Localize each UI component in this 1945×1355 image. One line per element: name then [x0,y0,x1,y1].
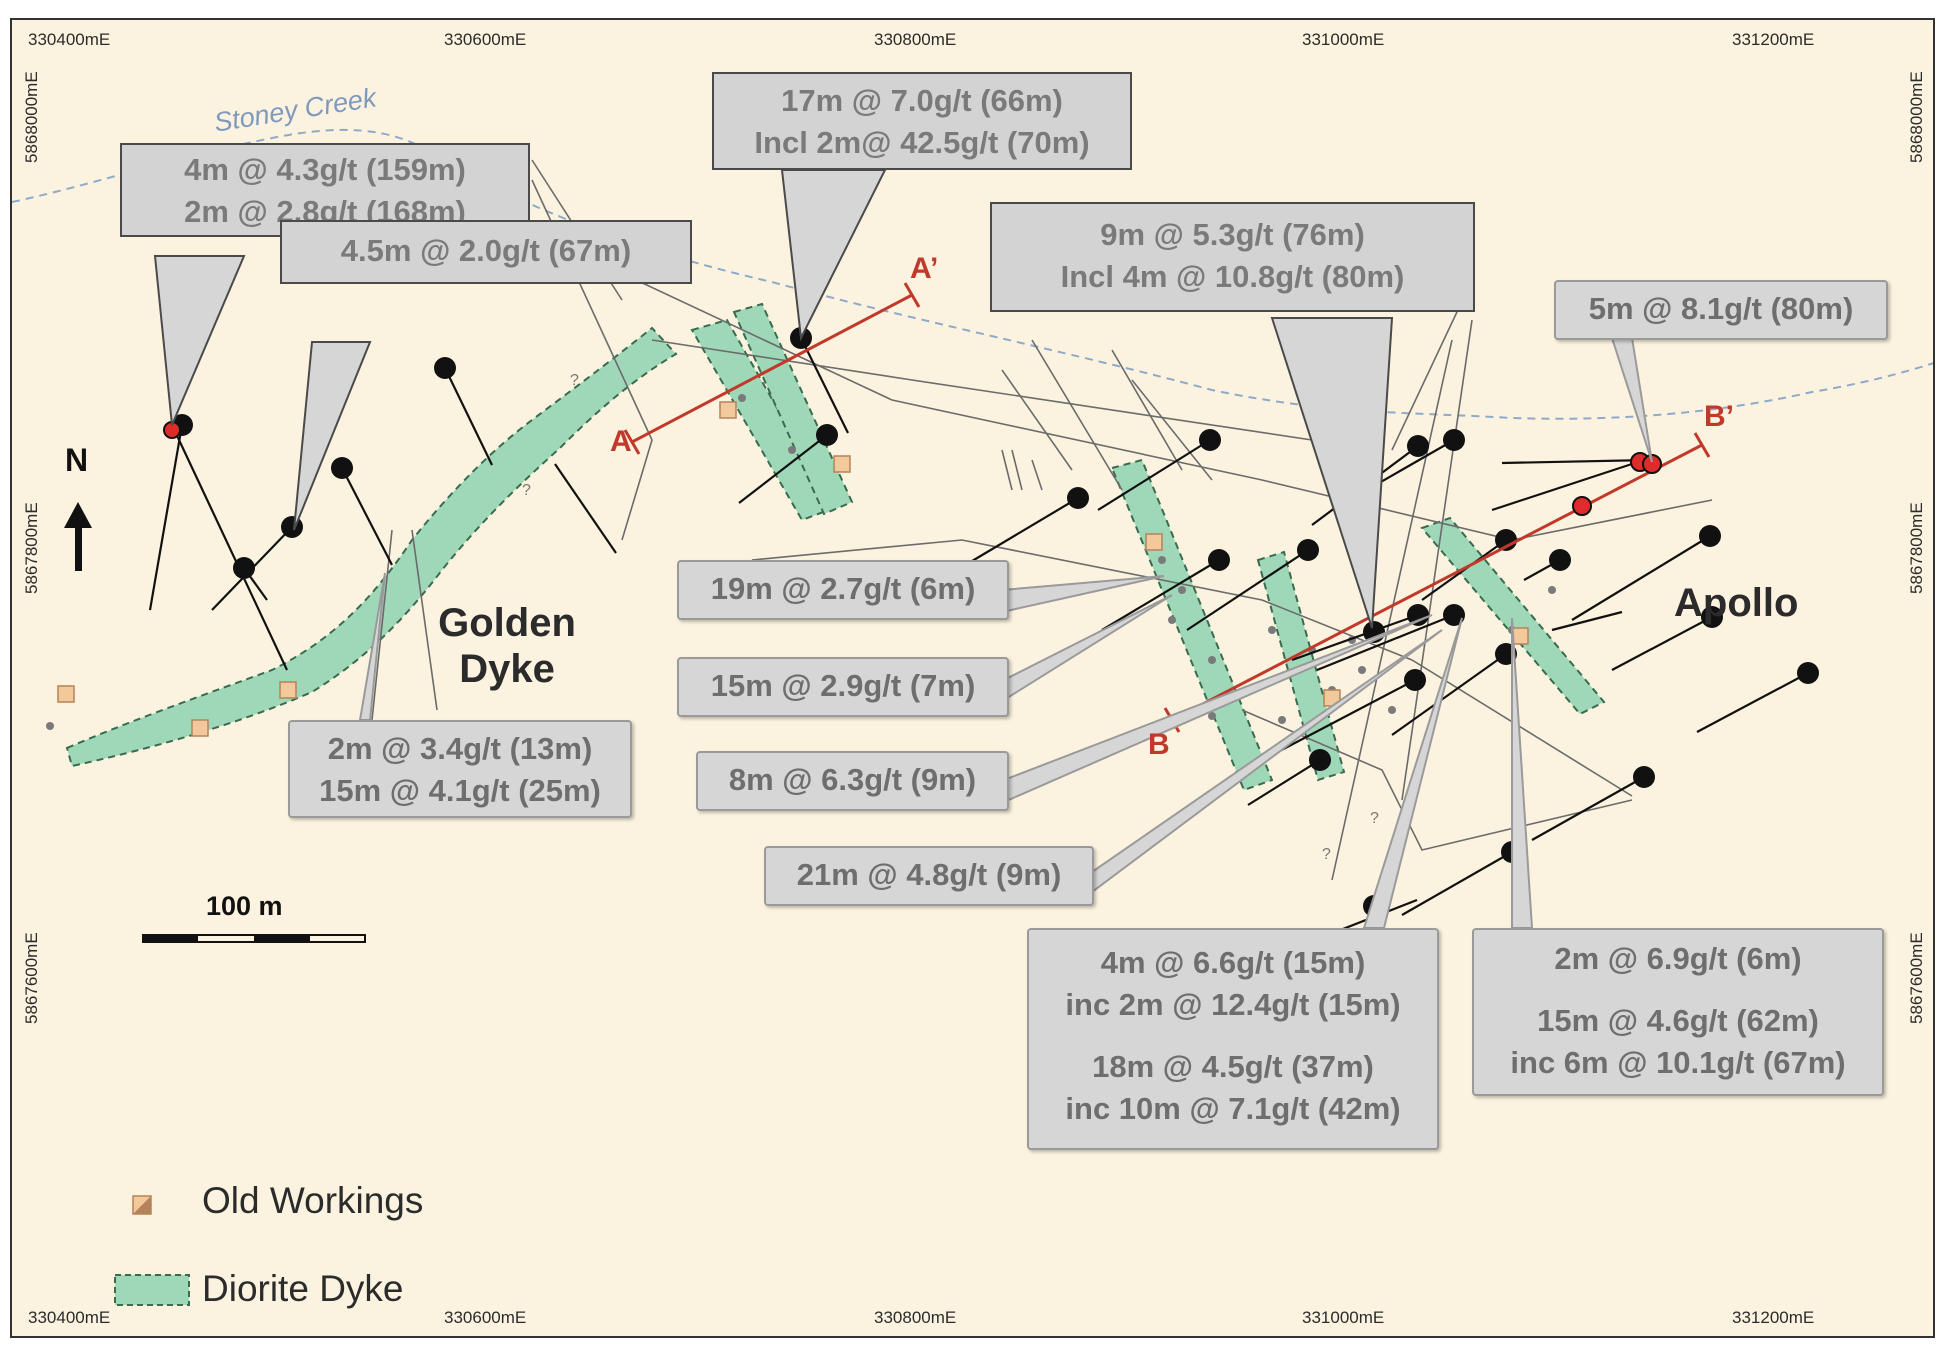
callout-c7: 15m @ 2.9g/t (7m) [677,657,1009,717]
callout-c12-line2: 15m @ 4.6g/t (62m) [1537,1003,1819,1038]
callout-c4-line2: Incl 4m @ 10.8g/t (80m) [1060,259,1405,294]
callout-c5: 5m @ 8.1g/t (80m) [1554,280,1888,340]
easting-bottom-tick-2: 330600mE [444,1308,527,1327]
uncertain-marker-1: ? [570,372,579,389]
scale-bar-label: 100 m [206,891,283,921]
uncertain-marker-2: ? [522,482,531,499]
callout-c12: 2m @ 6.9g/t (6m) 15m @ 4.6g/t (62m) inc … [1472,928,1884,1096]
callout-c11-line1: 4m @ 6.6g/t (15m) [1100,945,1366,980]
easting-bottom-tick-4: 331000mE [1302,1308,1385,1327]
golden-dyke-label-line2: Dyke [459,647,555,691]
callout-pointers [153,169,1394,629]
callout-c11-line2: inc 2m @ 12.4g/t (15m) [1065,987,1401,1022]
callout-c6-line1: 19m @ 2.7g/t (6m) [710,571,976,606]
callout-c2: 4.5m @ 2.0g/t (67m) [280,220,692,284]
section-line-a [623,282,921,455]
section-label-a: A [610,425,632,458]
easting-top-tick-3: 330800mE [874,30,957,49]
callout-pointers-soft [358,337,1653,929]
map-frame: 330400mE 330600mE 330800mE 331000mE 3312… [10,18,1935,1338]
old-workings-markers [57,401,1529,737]
easting-bottom-tick-1: 330400mE [28,1308,111,1327]
northing-right-tick-1: 5868000mE [1907,71,1926,163]
golden-dyke-label-line1: Golden [438,601,576,645]
legend-diorite-dyke-label: Diorite Dyke [202,1268,404,1309]
easting-top-tick-5: 331200mE [1732,30,1815,49]
stoney-creek-line [12,128,1933,420]
golden-dyke [65,326,678,768]
callout-c9: 21m @ 4.8g/t (9m) [764,846,1094,906]
fault-lines [371,159,1713,881]
easting-top-tick-1: 330400mE [28,30,111,49]
legend-old-workings-swatch [132,1195,152,1215]
golden-dyke-label: Golden Dyke [417,600,597,692]
easting-bottom-tick-3: 330800mE [874,1308,957,1327]
northing-right-tick-2: 5867800mE [1907,502,1926,594]
callout-c4-line1: 9m @ 5.3g/t (76m) [1100,217,1365,252]
apollo-label: Apollo [1674,581,1799,625]
scale-bar [142,934,366,943]
callout-c5-line1: 5m @ 8.1g/t (80m) [1588,291,1854,326]
callout-c11: 4m @ 6.6g/t (15m) inc 2m @ 12.4g/t (15m)… [1027,928,1439,1150]
callout-c4: 9m @ 5.3g/t (76m) Incl 4m @ 10.8g/t (80m… [990,202,1475,312]
callout-c10-line1: 2m @ 3.4g/t (13m) [327,731,593,766]
callout-c1-line1: 4m @ 4.3g/t (159m) [184,152,466,187]
north-label: N [65,442,89,478]
northing-right-tick-3: 5867600mE [1907,932,1926,1024]
callout-c10-line2: 15m @ 4.1g/t (25m) [319,773,601,808]
uncertain-marker-3: ? [1370,810,1379,827]
callout-c3-line2: Incl 2m@ 42.5g/t (70m) [754,125,1090,160]
callout-c2-line1: 4.5m @ 2.0g/t (67m) [340,233,632,268]
section-label-a-prime: A’ [910,252,939,285]
callout-c11-line4: inc 10m @ 7.1g/t (42m) [1065,1091,1401,1126]
section-label-b-prime: B’ [1704,400,1734,433]
northing-left-tick-1: 5868000mE [22,71,41,163]
highlight-collars [163,421,1662,516]
callout-c12-line1: 2m @ 6.9g/t (6m) [1554,941,1802,976]
easting-top-tick-4: 331000mE [1302,30,1385,49]
callout-c12-line3: inc 6m @ 10.1g/t (67m) [1510,1045,1846,1080]
callout-c6: 19m @ 2.7g/t (6m) [677,560,1009,620]
easting-bottom-tick-5: 331200mE [1732,1308,1815,1327]
uncertain-marker-4: ? [1322,846,1331,863]
geology-map [12,128,1933,1306]
north-arrow-icon [64,502,92,571]
northing-left-tick-2: 5867800mE [22,502,41,594]
callout-c3-line1: 17m @ 7.0g/t (66m) [781,83,1063,118]
callout-c10: 2m @ 3.4g/t (13m) 15m @ 4.1g/t (25m) [288,720,632,818]
callout-c3: 17m @ 7.0g/t (66m) Incl 2m@ 42.5g/t (70m… [712,72,1132,170]
callout-c8: 8m @ 6.3g/t (9m) [696,751,1009,811]
easting-top-tick-2: 330600mE [444,30,527,49]
callout-c9-line1: 21m @ 4.8g/t (9m) [796,857,1062,892]
callout-c8-line1: 8m @ 6.3g/t (9m) [728,762,977,797]
section-label-b: B [1148,728,1170,761]
callout-c11-line3: 18m @ 4.5g/t (37m) [1092,1049,1374,1084]
legend-diorite-swatch [114,1274,190,1306]
callout-c7-line1: 15m @ 2.9g/t (7m) [710,668,976,703]
northing-left-tick-3: 5867600mE [22,932,41,1024]
legend-old-workings-label: Old Workings [202,1180,424,1221]
